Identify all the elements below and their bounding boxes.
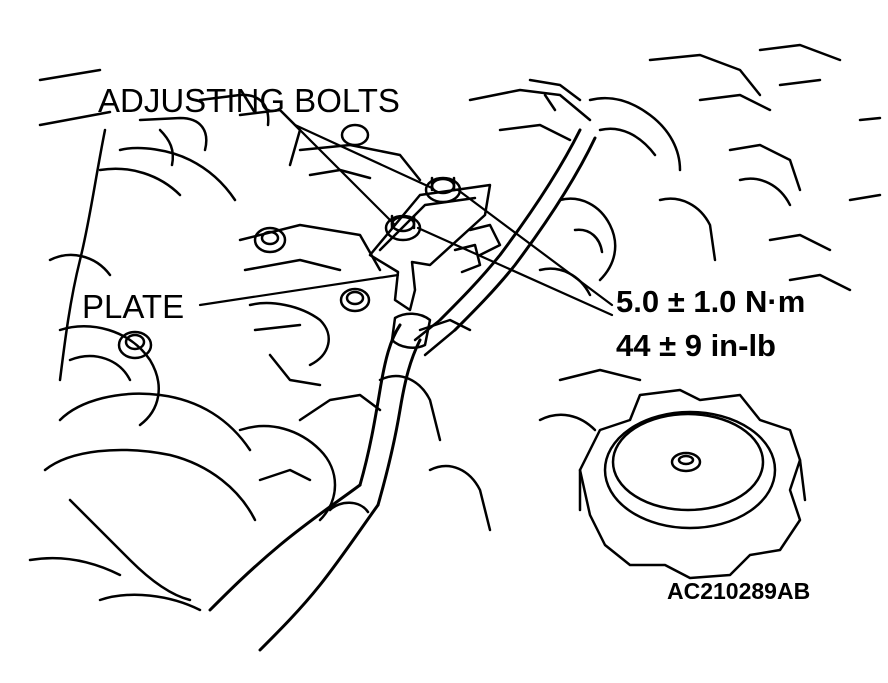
- plate-label: PLATE: [82, 288, 185, 325]
- figure-code-label: AC210289AB: [667, 578, 811, 604]
- cable-bracket: [368, 176, 502, 312]
- adjusting-bolts-label: ADJUSTING BOLTS: [98, 82, 400, 119]
- torque-inlb-label: 44 ± 9 in-lb: [616, 328, 776, 363]
- transmission-case: [238, 143, 492, 532]
- leader-lines: [198, 123, 614, 317]
- oil-filler-cap: [578, 388, 807, 580]
- engine-block-outline: [28, 68, 302, 612]
- torque-nm-label: 5.0 ± 1.0 N·m: [616, 284, 806, 319]
- right-side-components: [468, 43, 882, 432]
- shift-cable: [208, 128, 597, 652]
